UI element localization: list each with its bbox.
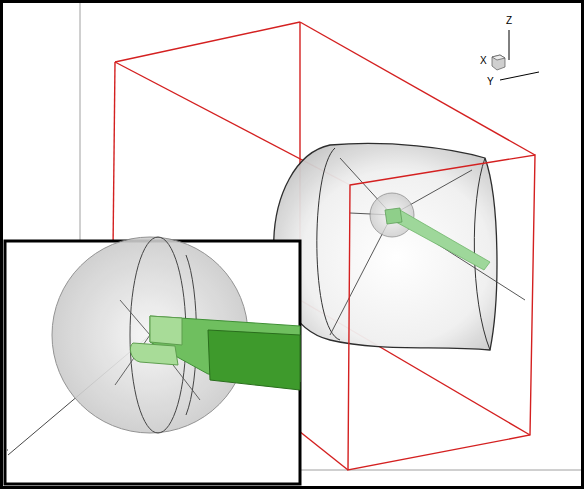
axis-label: X xyxy=(480,56,487,66)
axis-label: Y xyxy=(487,77,494,87)
axis-label: Z xyxy=(506,16,512,26)
